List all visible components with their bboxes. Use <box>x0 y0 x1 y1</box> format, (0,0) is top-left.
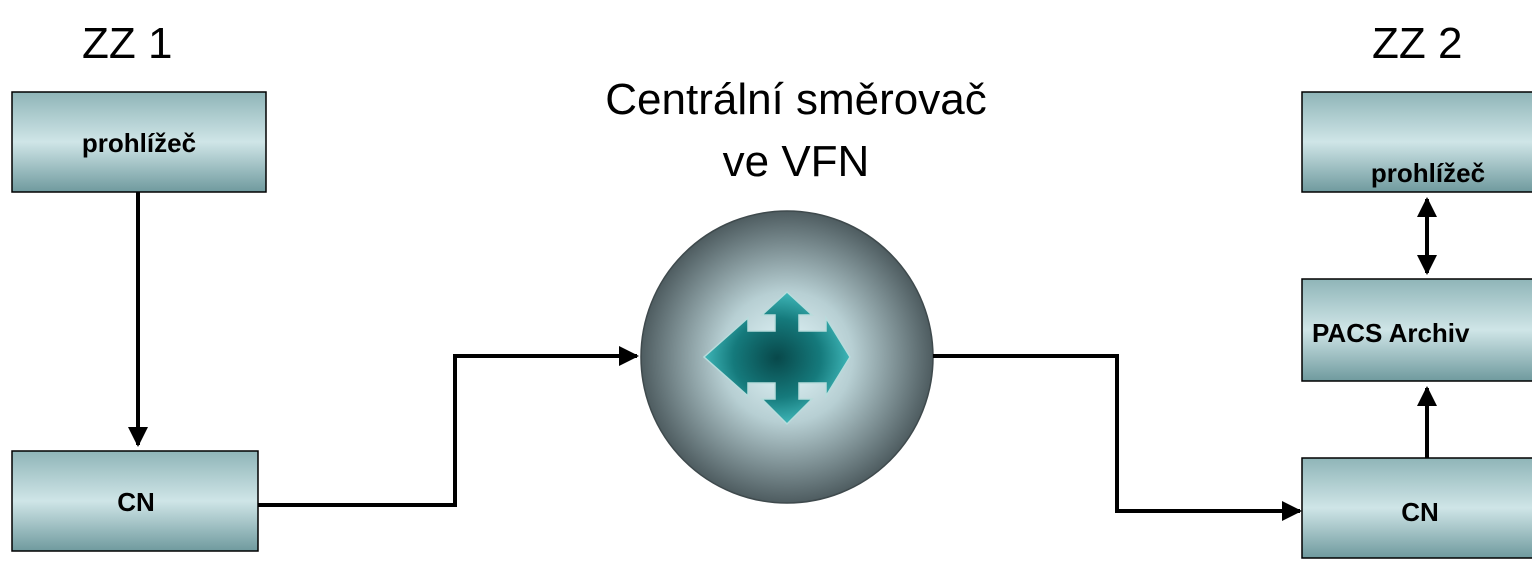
router-to-right-cn-connector <box>933 354 1302 521</box>
left-cn-box: CN <box>11 450 259 552</box>
right-viewer-box: prohlížeč <box>1301 91 1532 193</box>
router-title-line2: ve VFN <box>723 137 870 186</box>
right-site-title: ZZ 2 <box>1372 19 1462 68</box>
router-title-line1: Centrální směrovač <box>605 75 986 124</box>
right-pacs-label: PACS Archiv <box>1312 318 1470 348</box>
right-viewer-label: prohlížeč <box>1371 158 1485 188</box>
right-cn-box: CN <box>1301 457 1532 559</box>
right-pacs-box: PACS Archiv <box>1301 278 1532 382</box>
four-way-arrows-icon <box>702 290 851 426</box>
left-cn-label: CN <box>117 487 155 517</box>
left-viewer-box: prohlížeč <box>11 91 267 193</box>
right-cn-label: CN <box>1401 497 1439 527</box>
left-site-title: ZZ 1 <box>82 19 172 68</box>
left-cn-to-router-connector <box>258 346 639 507</box>
central-router <box>640 210 934 504</box>
left-viewer-label: prohlížeč <box>82 128 196 158</box>
